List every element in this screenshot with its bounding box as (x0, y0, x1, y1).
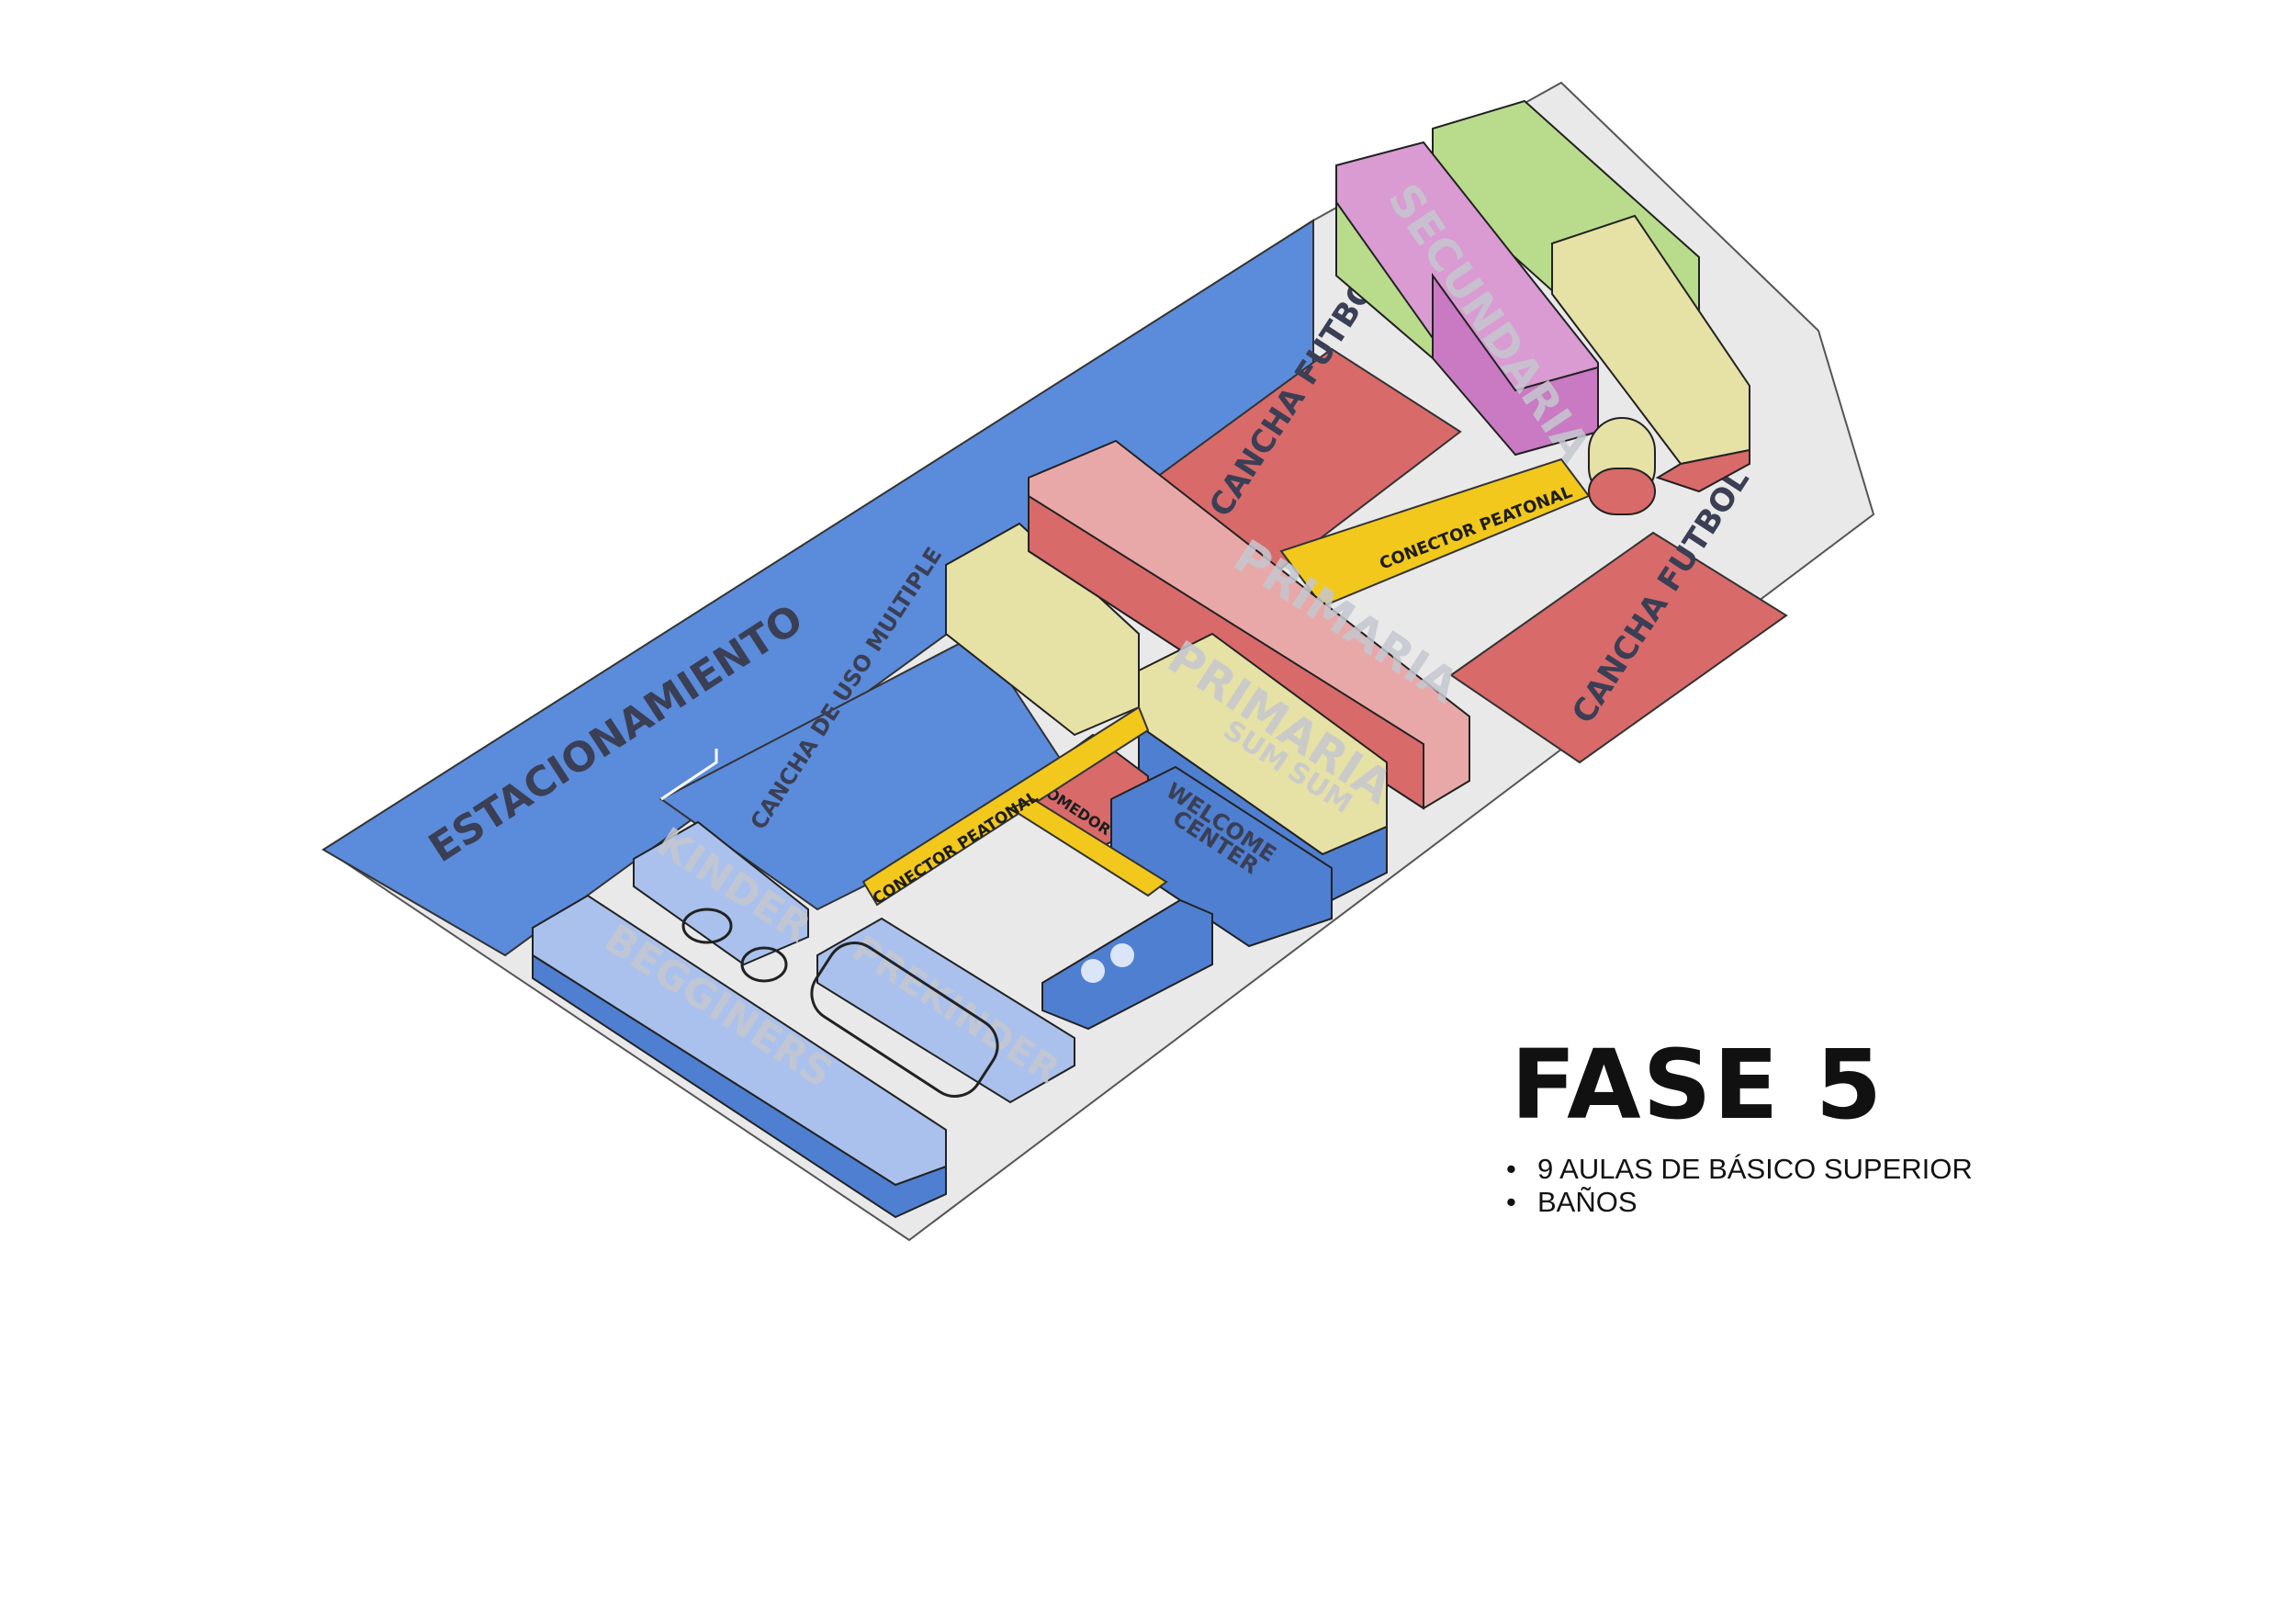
round-tower-base (1588, 468, 1656, 515)
connector-left (861, 705, 1150, 907)
multi-use-court-outline (660, 749, 718, 801)
entrance-circle-1 (1081, 959, 1105, 983)
prekinder-yard (810, 942, 999, 1098)
red-block-right (1655, 448, 1750, 493)
phase-item: 9 AULAS DE BÁSICO SUPERIOR (1506, 1153, 1973, 1186)
prekinder-block (816, 917, 1075, 1104)
phase-items-list: 9 AULAS DE BÁSICO SUPERIOR BAÑOS (1506, 1153, 1973, 1219)
connector-left-branch (1007, 797, 1168, 897)
phase-title: FASE 5 (1511, 1029, 1885, 1141)
kinder-circle-1 (681, 908, 733, 944)
kinder-block (633, 820, 809, 966)
kinder-circle-2 (740, 946, 788, 983)
football-field-right (1449, 531, 1788, 764)
entrance-circle-2 (1110, 943, 1134, 967)
secondary-block-front (1432, 272, 1599, 457)
begginers-block-front (532, 953, 947, 1219)
phase-item: BAÑOS (1506, 1186, 1973, 1219)
